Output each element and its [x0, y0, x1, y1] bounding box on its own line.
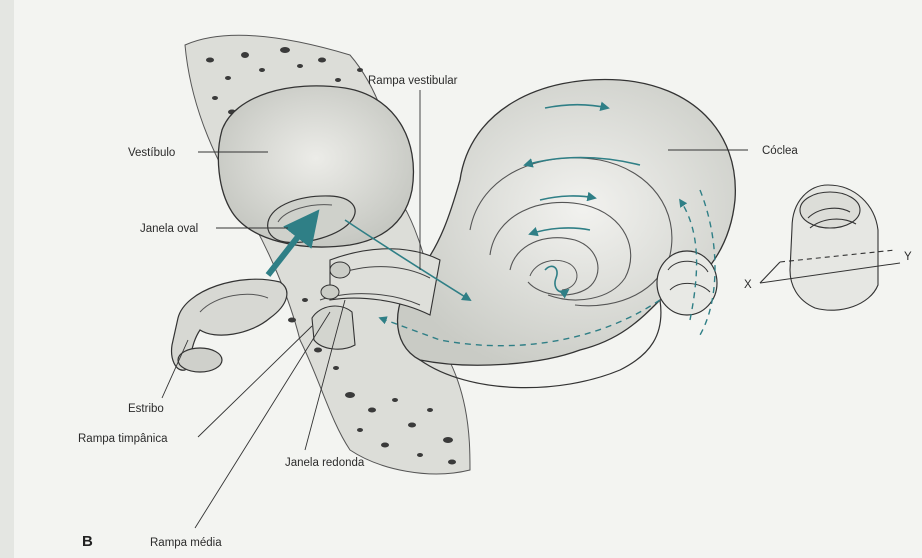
page-edge	[0, 0, 14, 558]
label-rampa-vestibular: Rampa vestibular	[368, 75, 458, 87]
label-janela-redonda: Janela redonda	[285, 457, 365, 469]
label-rampa-timpanica: Rampa timpânica	[78, 433, 168, 445]
stapes-shape	[172, 279, 287, 372]
leader-rampa-timpanica	[198, 326, 312, 437]
label-axis-x: X	[744, 279, 752, 291]
cochlea-cross-section	[657, 251, 717, 315]
cross-section-sketch	[760, 185, 900, 310]
label-estribo: Estribo	[128, 403, 164, 415]
label-axis-y: Y	[904, 251, 912, 263]
label-rampa-media: Rampa média	[150, 537, 222, 549]
label-coclea: Cóclea	[762, 145, 798, 157]
label-vestibulo: Vestíbulo	[128, 147, 175, 159]
figure-label: B	[82, 533, 93, 550]
label-janela-oval: Janela oval	[140, 223, 198, 235]
